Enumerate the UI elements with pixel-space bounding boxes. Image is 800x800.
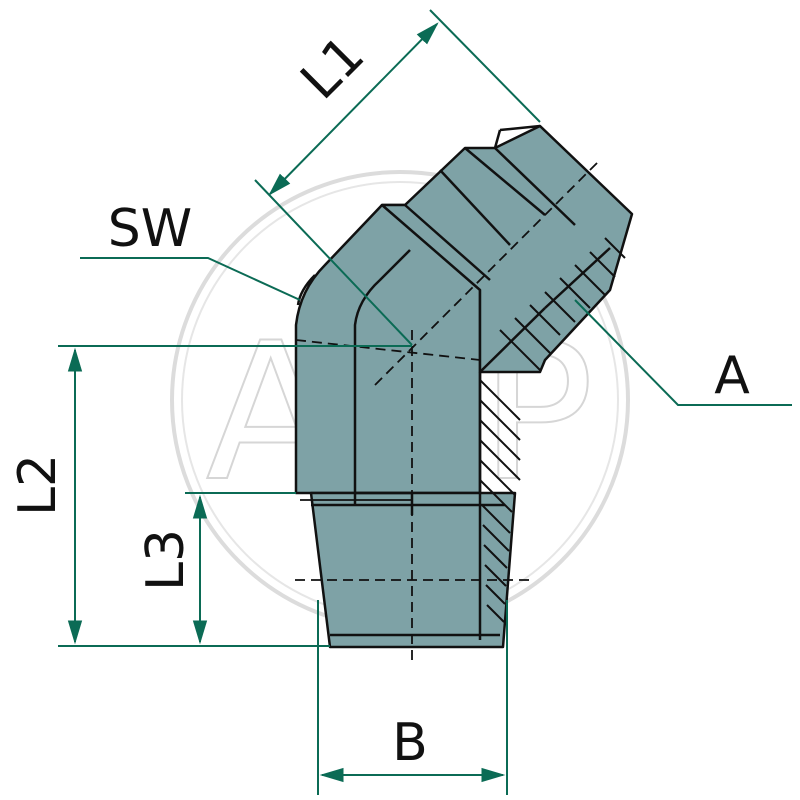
bottom-threaded-stub [309,491,517,649]
centre-lines [295,159,601,660]
label-l3: L3 [136,529,196,591]
label-l2: L2 [8,454,68,516]
upper-angled-body [380,124,634,374]
label-a: A [714,346,750,406]
thread-hatching [478,237,626,640]
label-b: B [392,713,428,773]
dimension-lines [58,9,792,795]
sw-leader [80,257,301,301]
label-sw: SW [108,199,192,259]
a-leader [574,299,792,406]
body-detail-lines [296,124,611,637]
fitting-body [294,124,634,649]
l1-dimension-arrow [268,22,439,196]
